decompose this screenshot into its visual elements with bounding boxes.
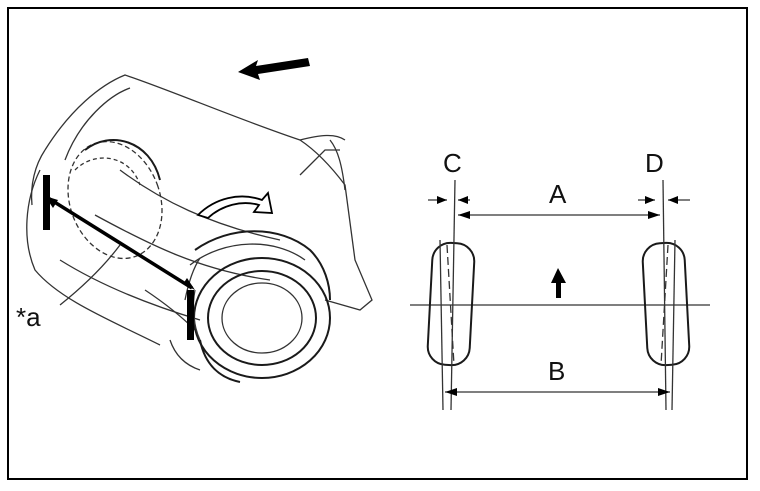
callout-a-label: *a [16, 302, 41, 332]
forward-arrow-icon [551, 268, 566, 298]
toe-diagram [410, 179, 710, 411]
dim-b-label: B [548, 356, 565, 386]
measuring-gauge-icon [47, 196, 193, 290]
figure-frame [7, 7, 748, 480]
dim-c-label: C [443, 148, 462, 178]
car-illustration [26, 58, 373, 383]
dim-a-label: A [549, 179, 567, 209]
direction-arrow-icon [238, 58, 310, 80]
tire-left [426, 179, 476, 411]
dim-d-label: D [645, 148, 664, 178]
tire-right [641, 179, 691, 411]
gauge-end-right [187, 290, 194, 340]
gauge-end-left [43, 175, 50, 230]
callout-leader [59, 244, 121, 306]
rotation-arrow-icon [196, 191, 274, 220]
